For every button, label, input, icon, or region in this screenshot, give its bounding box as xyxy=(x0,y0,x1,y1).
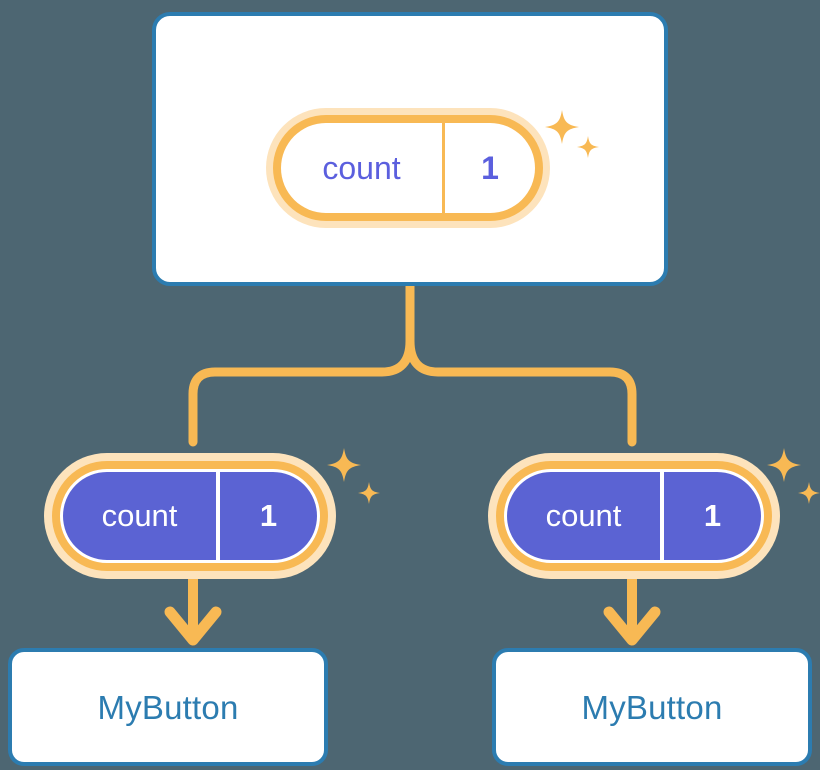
state-key-cell: count xyxy=(507,472,660,560)
sparkle-icon xyxy=(767,448,801,482)
pill-body: count 1 xyxy=(281,123,535,213)
pill-divider xyxy=(660,472,664,560)
arrow-down-icon xyxy=(164,567,222,646)
state-value-cell: 1 xyxy=(445,123,535,213)
state-value-label: 1 xyxy=(703,498,722,533)
state-key-label: count xyxy=(545,498,622,533)
branch-connector-icon xyxy=(188,281,637,447)
state-value-cell: 1 xyxy=(220,472,317,560)
state-value-label: 1 xyxy=(259,498,278,533)
pill-body: count 1 xyxy=(504,469,764,563)
sparkle-small-icon xyxy=(798,482,820,504)
pill-body: count 1 xyxy=(60,469,320,563)
sparkle-small-icon xyxy=(358,482,380,504)
state-value-cell: 1 xyxy=(664,472,761,560)
pill-divider xyxy=(442,123,445,213)
button-card-label: MyButton xyxy=(97,688,239,726)
button-card-left[interactable]: MyButton xyxy=(8,648,328,766)
pill-divider xyxy=(216,472,220,560)
arrow-down-icon xyxy=(603,567,661,646)
state-key-cell: count xyxy=(281,123,442,213)
state-key-label: count xyxy=(101,498,178,533)
state-key-label: count xyxy=(322,149,401,186)
sparkle-icon xyxy=(327,448,361,482)
state-value-label: 1 xyxy=(481,149,499,186)
state-key-cell: count xyxy=(63,472,216,560)
button-card-label: MyButton xyxy=(581,688,723,726)
button-card-right[interactable]: MyButton xyxy=(492,648,812,766)
